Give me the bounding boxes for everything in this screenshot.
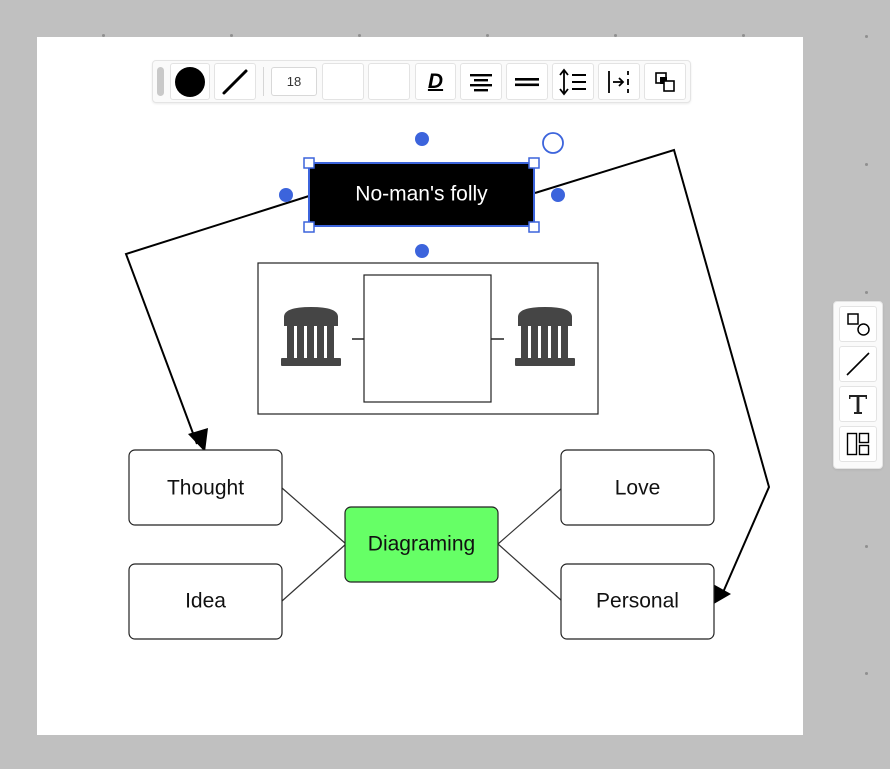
grid-dot	[486, 34, 489, 37]
diagram-svg[interactable]: Thought Idea Diagraming Love Personal No…	[37, 37, 803, 735]
node-personal[interactable]: Personal	[560, 563, 715, 640]
line-spacing-button[interactable]	[552, 63, 594, 100]
fill-color-button[interactable]	[170, 63, 210, 100]
shape-tools-panel	[833, 301, 883, 469]
font-family-button[interactable]	[322, 63, 364, 100]
shapes-tool-button[interactable]	[839, 306, 877, 342]
connector-arrow-right[interactable]	[534, 148, 771, 598]
line-tool-button[interactable]	[839, 346, 877, 382]
bring-to-front-icon	[655, 71, 675, 92]
grid-dot	[865, 291, 868, 294]
selection-outline	[308, 162, 535, 227]
resize-handle-se[interactable]	[528, 221, 540, 233]
distribute-icon	[608, 70, 629, 93]
node-thought-label: Thought	[167, 477, 244, 500]
node-center-label: Diagraming	[368, 533, 475, 556]
font-size-input[interactable]	[271, 67, 317, 96]
node-center[interactable]: Diagraming	[344, 506, 499, 583]
shapes-icon	[847, 313, 870, 336]
connection-point-bottom[interactable]	[415, 244, 429, 258]
format-toolbar: D	[152, 60, 691, 103]
grid-dot	[865, 163, 868, 166]
node-love-label: Love	[615, 477, 661, 500]
connector-idea-center[interactable]	[281, 543, 347, 602]
arrange-order-button[interactable]	[644, 63, 686, 100]
resize-handle-ne[interactable]	[528, 157, 540, 169]
text-tool-icon	[849, 395, 867, 414]
node-love[interactable]: Love	[560, 449, 715, 526]
line-spacing-icon	[559, 68, 586, 95]
connection-point-left[interactable]	[279, 188, 293, 202]
filled-circle-icon	[175, 66, 205, 97]
grid-dot	[865, 35, 868, 38]
stroke-style-button[interactable]	[214, 63, 256, 100]
line-tool-icon	[846, 352, 870, 376]
layout-tool-button[interactable]	[839, 426, 877, 462]
distribute-button[interactable]	[598, 63, 640, 100]
resize-handle-sw[interactable]	[303, 221, 315, 233]
connector-center-personal[interactable]	[497, 543, 563, 602]
node-title[interactable]: No-man's folly	[308, 162, 535, 227]
diagonal-line-icon	[222, 69, 248, 94]
line-weight-button[interactable]	[506, 63, 548, 100]
grid-dot	[102, 34, 105, 37]
bold-label: D	[427, 69, 444, 93]
node-personal-label: Personal	[596, 590, 679, 613]
connector-thought-center[interactable]	[281, 487, 347, 545]
grid-dot	[358, 34, 361, 37]
text-align-center-button[interactable]	[460, 63, 502, 100]
toolbar-separator	[263, 67, 264, 96]
grid-dot	[742, 34, 745, 37]
layout-icon	[846, 432, 870, 456]
bold-button[interactable]: D	[415, 63, 456, 100]
grid-dot	[865, 672, 868, 675]
text-tool-button[interactable]	[839, 386, 877, 422]
inner-square[interactable]	[363, 274, 492, 403]
temple-icon	[515, 307, 575, 366]
node-thought[interactable]: Thought	[128, 449, 283, 526]
grid-dot	[614, 34, 617, 37]
connection-point-right[interactable]	[551, 188, 565, 202]
align-center-icon	[470, 73, 492, 91]
diagram-canvas[interactable]: Thought Idea Diagraming Love Personal No…	[37, 37, 803, 735]
arrowhead-right	[712, 584, 731, 605]
node-title-label: No-man's folly	[355, 183, 488, 206]
toolbar-grip-handle[interactable]	[157, 67, 164, 96]
node-idea[interactable]: Idea	[128, 563, 283, 640]
connector-center-love[interactable]	[497, 487, 563, 545]
arrowhead-left	[188, 428, 208, 452]
grid-dot	[865, 545, 868, 548]
grid-dot	[230, 34, 233, 37]
double-line-icon	[515, 77, 539, 86]
connector-arrow-left[interactable]	[124, 195, 310, 445]
rotate-handle[interactable]	[542, 132, 564, 154]
node-idea-label: Idea	[185, 590, 226, 613]
connection-point-top[interactable]	[415, 132, 429, 146]
font-color-button[interactable]	[368, 63, 410, 100]
resize-handle-nw[interactable]	[303, 157, 315, 169]
temple-icon	[281, 307, 341, 366]
